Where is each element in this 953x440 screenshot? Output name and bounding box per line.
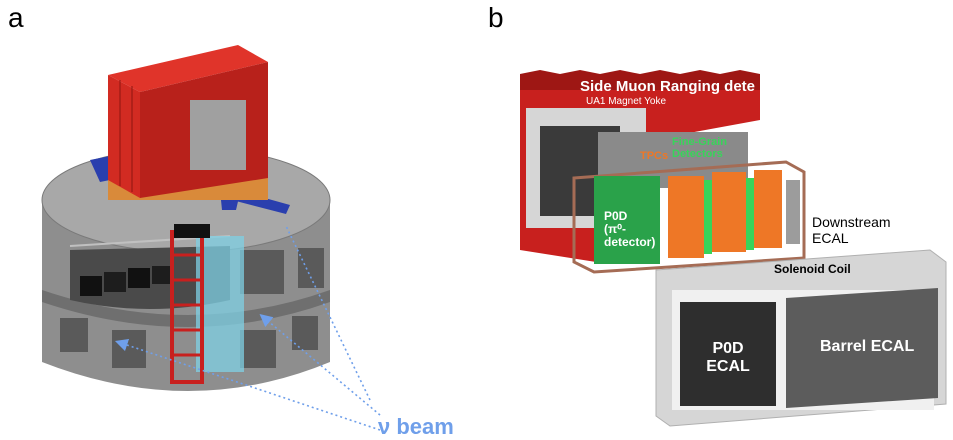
- solenoid-label: Solenoid Coil: [774, 262, 851, 276]
- p0d-ecal-box: [680, 302, 776, 406]
- p0d-label-line1: P0D: [604, 209, 628, 223]
- ds-ecal-line1: Downstream: [812, 214, 891, 230]
- beam-arrows: [114, 225, 381, 431]
- beam-label: ν beam: [378, 414, 454, 439]
- p0d-label-line2: (π⁰-: [604, 222, 626, 236]
- tpc-2: [712, 172, 746, 252]
- yoke-label: UA1 Magnet Yoke: [586, 96, 667, 107]
- tpc-3: [754, 170, 782, 248]
- smrd-label: Side Muon Ranging dete: [580, 78, 755, 95]
- inner-basket: [572, 132, 806, 274]
- tpc-1: [668, 176, 704, 258]
- panel-b-label: b: [488, 2, 504, 33]
- fgd-label-line2: Detectors: [672, 148, 723, 160]
- panel-a: [41, 45, 381, 431]
- tpcs-label: TPCs: [640, 150, 669, 162]
- fgd-2: [746, 178, 754, 250]
- p0d-ecal-line2: ECAL: [706, 358, 750, 375]
- p0d-label: P0D (π⁰- detector): [604, 210, 655, 249]
- panel-a-label: a: [8, 2, 24, 33]
- solenoid-coil: [655, 249, 947, 427]
- downstream-ecal: [786, 180, 800, 244]
- fgd-1: [704, 180, 712, 254]
- p0d-ecal-line1: P0D: [712, 340, 744, 357]
- barrel-ecal-box: [786, 288, 938, 408]
- magnet-cube: [108, 45, 268, 198]
- vertical-tower: [170, 224, 244, 384]
- p0d-ecal-label: P0D ECAL: [700, 340, 756, 376]
- fgd-label-line1: Fine-Grain: [672, 136, 728, 148]
- ds-ecal-line2: ECAL: [812, 230, 849, 246]
- fgd-label: Fine-Grain Detectors: [672, 136, 727, 160]
- p0d-label-line3: detector): [604, 235, 656, 249]
- downstream-ecal-label: Downstream ECAL: [812, 214, 891, 246]
- panel-b: [520, 70, 947, 427]
- barrel-ecal-label: Barrel ECAL: [820, 338, 915, 355]
- p0d-module: [594, 176, 660, 264]
